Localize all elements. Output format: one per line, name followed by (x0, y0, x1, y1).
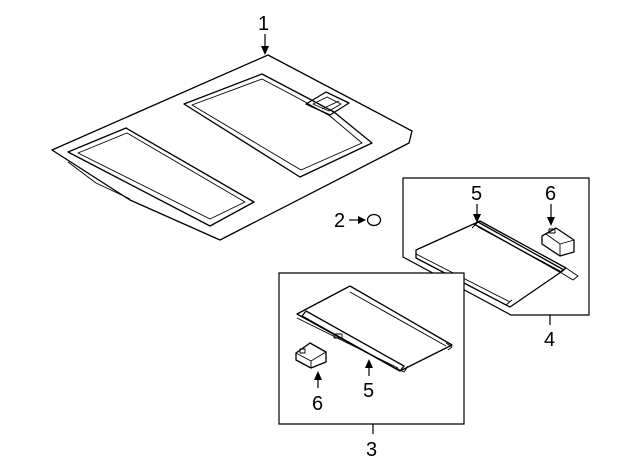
callout-label-4: 4 (544, 329, 555, 351)
callout-label-3: 3 (366, 439, 377, 461)
headliner-panel (51, 54, 413, 241)
callout-label-6-upper: 6 (545, 183, 556, 205)
callout-2: 2 (334, 210, 366, 232)
callout-label-5-lower: 5 (363, 380, 374, 402)
callout-4: 4 (544, 315, 555, 351)
callout-label-5-upper: 5 (471, 183, 482, 205)
callout-5-upper: 5 (471, 183, 482, 223)
cover-assembly-box-3 (278, 272, 465, 425)
cover-bracket-part-upper (541, 227, 575, 257)
callout-5-lower: 5 (363, 359, 374, 402)
callout-1: 1 (258, 13, 269, 55)
callout-label-2: 2 (334, 210, 345, 232)
callout-3: 3 (366, 424, 377, 461)
callout-6-upper: 6 (545, 183, 556, 226)
callout-label-1: 1 (258, 13, 269, 35)
clip-part (366, 213, 382, 227)
callout-label-6-lower: 6 (312, 393, 323, 415)
callout-6-lower: 6 (312, 371, 323, 415)
cover-bracket-part-lower (295, 342, 327, 369)
